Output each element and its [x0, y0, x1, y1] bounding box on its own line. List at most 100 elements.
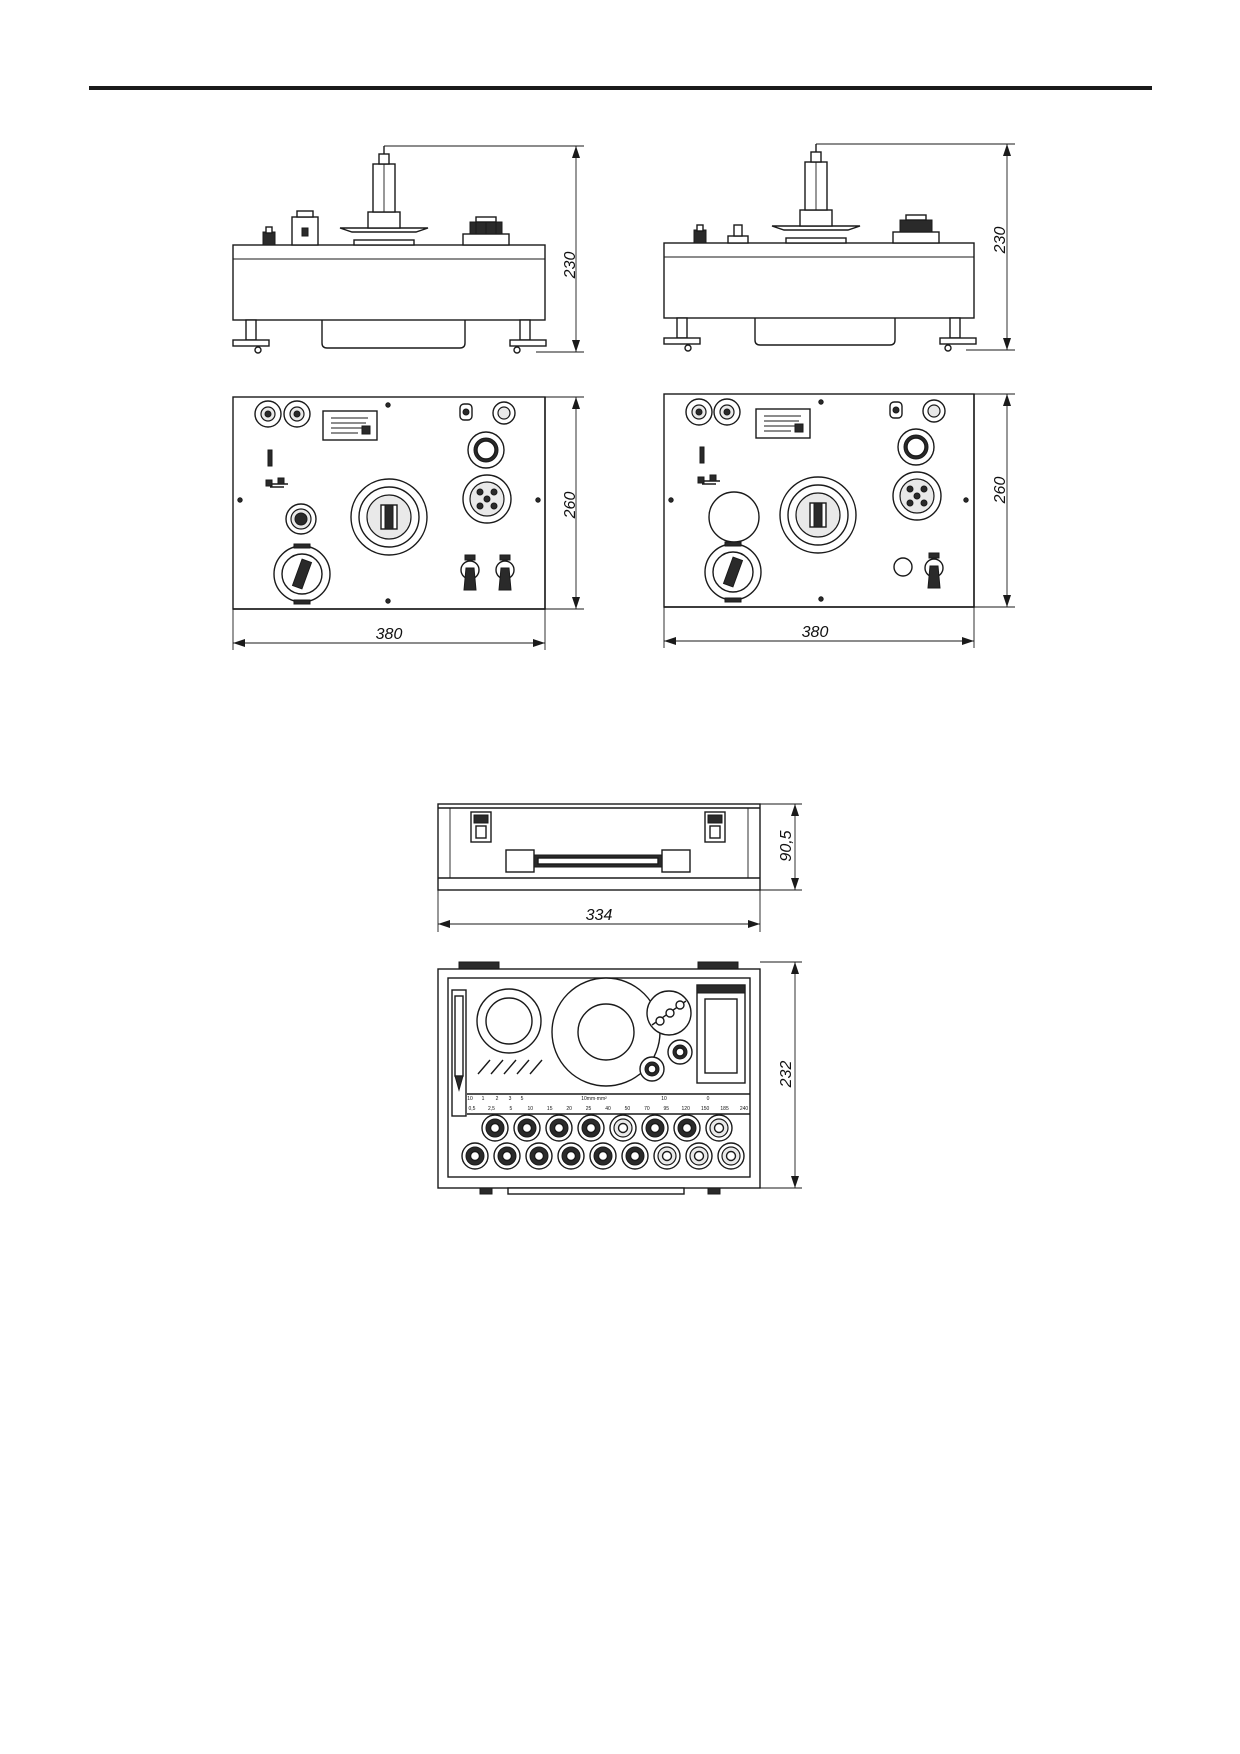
socket — [705, 1114, 733, 1142]
right-unit-top-view: 260 380 — [663, 393, 1015, 648]
scale-bottom-label: 20 — [566, 1106, 572, 1112]
left-top-depth-dimension: 260 — [545, 396, 584, 610]
case-open-depth-label: 232 — [778, 1061, 795, 1089]
case-front-width-label: 334 — [586, 907, 613, 924]
right-top-small-plug — [893, 557, 913, 577]
socket — [557, 1142, 585, 1170]
socket — [589, 1142, 617, 1170]
scale-bottom-label: 185 — [720, 1106, 729, 1112]
scale-top-label: 5 — [521, 1096, 524, 1102]
scale-top-label: 3 — [509, 1096, 512, 1102]
case-front-width-dimension: 334 — [437, 890, 761, 932]
right-top-lamp — [889, 401, 903, 419]
left-side-body — [232, 244, 546, 321]
scale-bottom-label: 0,5 — [469, 1106, 476, 1112]
socket — [525, 1142, 553, 1170]
case-front-view: 90,5 334 — [437, 803, 802, 932]
scale-bottom-label: 150 — [701, 1106, 710, 1112]
right-side-foot-left — [663, 317, 701, 352]
right-side-height-label: 230 — [992, 227, 1009, 255]
scale-bottom-label: 95 — [664, 1106, 670, 1112]
left-side-knob — [291, 210, 319, 246]
socket — [609, 1114, 637, 1142]
case-front-height-label: 90,5 — [778, 830, 795, 861]
right-top-fuse-marks — [697, 446, 720, 485]
right-side-body — [663, 242, 975, 319]
left-top-indicator — [492, 401, 516, 425]
case-hinge-left — [458, 961, 500, 970]
scale-bottom-label: 70 — [644, 1106, 650, 1112]
case-open-small-rings — [639, 1039, 693, 1082]
scale-top-label: 10 — [661, 1096, 667, 1102]
case-open-pin-dial — [646, 990, 692, 1036]
socket — [493, 1142, 521, 1170]
case-open-round-holder — [476, 988, 542, 1054]
socket — [717, 1142, 745, 1170]
left-side-height-label: 230 — [562, 252, 579, 280]
scale-bottom-label: 40 — [605, 1106, 611, 1112]
left-top-depth-label: 260 — [562, 492, 579, 520]
case-open-hatch-marks — [477, 1059, 543, 1075]
right-side-center-column — [771, 144, 861, 244]
case-front-latch-right — [704, 811, 726, 843]
right-top-terminal-pair — [685, 398, 741, 426]
right-top-center-dial — [779, 476, 857, 554]
left-top-width-label: 380 — [376, 626, 403, 643]
socket — [461, 1142, 489, 1170]
left-top-width-dimension: 380 — [232, 609, 546, 650]
socket — [481, 1114, 509, 1142]
right-top-width-dimension: 380 — [663, 607, 975, 648]
left-side-bottom-tray — [321, 320, 466, 349]
case-front-height-dimension: 90,5 — [760, 803, 802, 891]
right-side-terminal — [693, 224, 707, 244]
left-side-height-dimension: 230 — [384, 145, 584, 353]
left-side-center-column — [339, 146, 429, 246]
header-rule — [89, 86, 1152, 90]
case-front-latch-left — [470, 811, 492, 843]
right-top-nameplate — [755, 408, 811, 439]
scale-bottom-label: 10 — [528, 1106, 534, 1112]
scale-top-label: 0 — [707, 1096, 710, 1102]
case-hinge-right — [697, 961, 739, 970]
left-side-foot-right — [509, 319, 547, 354]
case-open-socket-array — [461, 1114, 745, 1170]
scale-top-label: 10mm·mm² — [581, 1096, 607, 1102]
socket — [513, 1114, 541, 1142]
scale-top-label: 1 — [482, 1096, 485, 1102]
scale-bottom-label: 240 — [740, 1106, 749, 1112]
scale-bottom-label: 120 — [682, 1106, 691, 1112]
socket — [685, 1142, 713, 1170]
scale-bottom-label: 25 — [586, 1106, 592, 1112]
case-front-handle — [505, 849, 691, 873]
case-open-depth-dimension: 232 — [760, 961, 802, 1189]
right-side-connector — [892, 214, 940, 244]
socket — [653, 1142, 681, 1170]
left-side-connector — [462, 216, 510, 246]
right-top-toggle-switch — [924, 552, 944, 589]
right-top-width-label: 380 — [802, 624, 829, 641]
scale-top-label: 10 — [467, 1096, 473, 1102]
case-open-meter-frame — [696, 984, 746, 1084]
socket — [673, 1114, 701, 1142]
right-side-small-knob — [727, 224, 749, 244]
right-side-foot-right — [939, 317, 977, 352]
left-side-terminal — [262, 226, 276, 246]
left-top-push-button — [467, 431, 505, 469]
left-side-foot-left — [232, 319, 270, 354]
left-top-center-dial — [350, 478, 428, 556]
left-top-lamp — [459, 403, 473, 421]
case-open-stylus — [451, 989, 467, 1117]
scale-bottom-label: 2,5 — [488, 1106, 495, 1112]
right-unit-side-view: 230 — [663, 143, 1015, 352]
left-top-nameplate — [322, 410, 378, 441]
right-side-bottom-tray — [754, 318, 896, 346]
right-top-push-button — [897, 428, 935, 466]
right-side-height-dimension: 230 — [816, 143, 1015, 351]
left-unit-side-view: 230 — [232, 145, 584, 354]
left-top-toggle-switches — [460, 554, 515, 591]
right-top-connector — [892, 471, 942, 521]
